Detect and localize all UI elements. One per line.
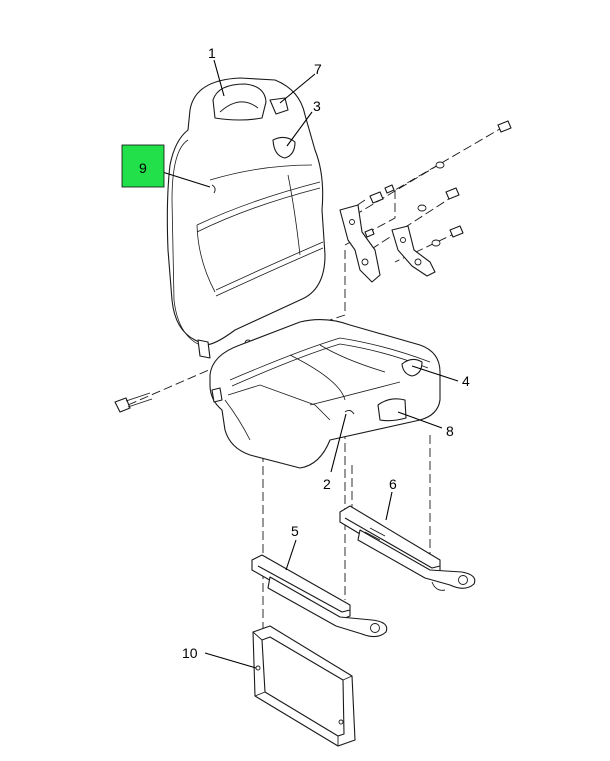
- callout-6[interactable]: 6: [389, 476, 397, 492]
- frame-part-10: [252, 625, 356, 747]
- callout-9[interactable]: 9: [139, 160, 147, 176]
- callout-10[interactable]: 10: [182, 645, 198, 661]
- callout-7[interactable]: 7: [314, 61, 322, 77]
- highlight-box: [121, 144, 165, 188]
- callout-4[interactable]: 4: [462, 373, 470, 389]
- recliner-bracket: [339, 204, 436, 283]
- callout-3[interactable]: 3: [313, 98, 321, 114]
- headrest: [212, 83, 267, 121]
- callout-2[interactable]: 2: [323, 476, 331, 492]
- callout-5[interactable]: 5: [291, 523, 299, 539]
- callout-1[interactable]: 1: [208, 45, 216, 61]
- bolts: [114, 120, 512, 413]
- callouts: 1 2 3 4 5 6 7 8 9 10: [139, 45, 470, 661]
- knob-part-7: [269, 97, 289, 115]
- seat-cushion: [209, 319, 441, 469]
- seat-track-part-5: [251, 554, 388, 638]
- leader-lines: [155, 59, 459, 669]
- seat-track-part-6: [339, 505, 476, 591]
- callout-8[interactable]: 8: [446, 423, 454, 439]
